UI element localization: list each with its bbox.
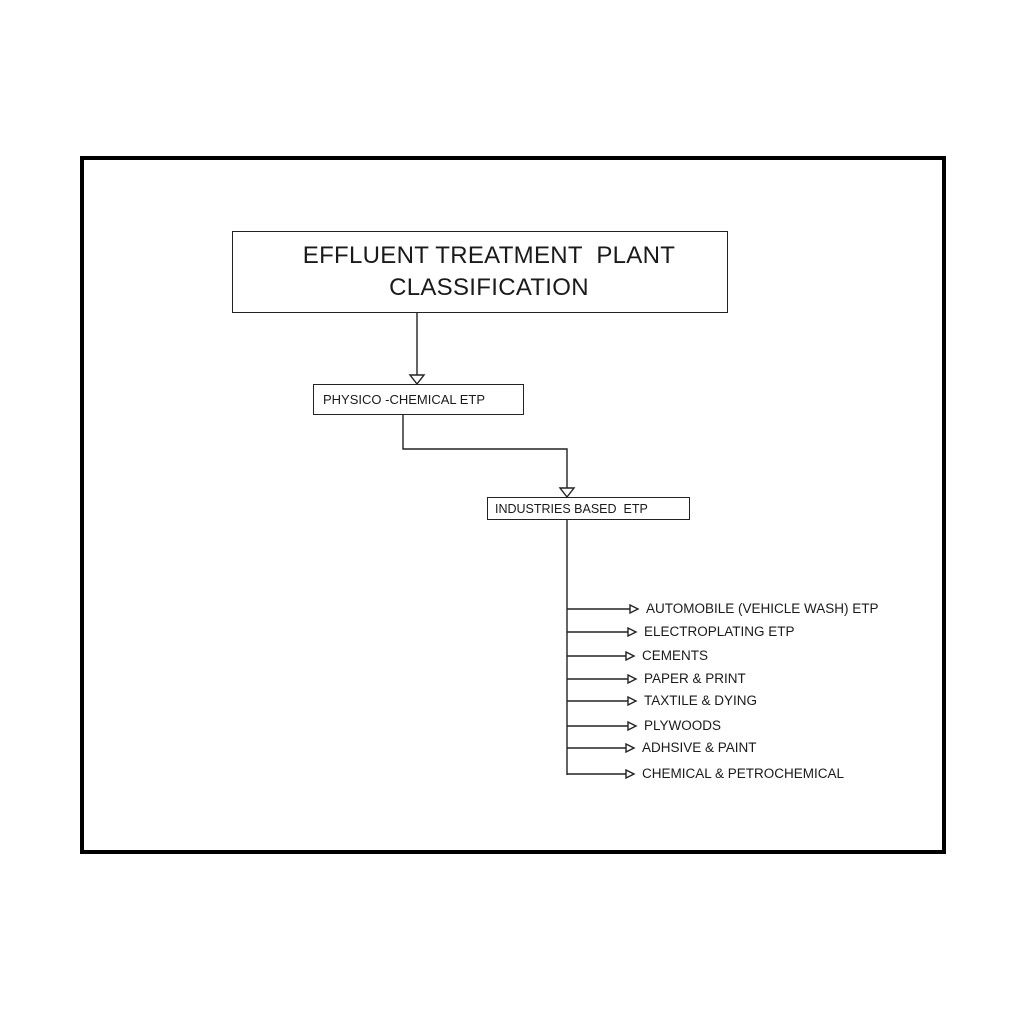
industry-item-label: PAPER & PRINT — [644, 671, 746, 686]
arrowhead-industries — [558, 487, 576, 499]
industry-item-label: CHEMICAL & PETROCHEMICAL — [642, 766, 845, 781]
title-line-2: CLASSIFICATION — [389, 274, 589, 301]
branch-arrowhead — [625, 742, 636, 754]
physico-chemical-etp-label: PHYSICO -CHEMICAL ETP — [323, 392, 486, 407]
title-box: EFFLUENT TREATMENT PLANT CLASSIFICATION — [232, 231, 728, 313]
outer-frame — [80, 156, 946, 854]
industries-based-etp-label: INDUSTRIES BASED ETP — [495, 501, 648, 516]
industry-item-label: ADHSIVE & PAINT — [642, 740, 757, 755]
branch-arrowhead — [629, 603, 640, 615]
connector-physico-to-industries — [402, 415, 568, 488]
industry-item-label: CEMENTS — [642, 648, 709, 663]
branch-arrowhead — [627, 695, 638, 707]
branch-arrowhead — [627, 626, 638, 638]
branch-arrowhead — [627, 673, 638, 685]
industry-item-label: ELECTROPLATING ETP — [644, 624, 795, 639]
industry-item-label: TAXTILE & DYING — [644, 693, 758, 708]
industries-based-etp-box: INDUSTRIES BASED ETP — [487, 497, 690, 520]
branch-arrowhead — [625, 650, 636, 662]
arrowhead-physico — [408, 374, 426, 386]
branch-arrowhead — [625, 768, 636, 780]
branch-arrowhead — [627, 720, 638, 732]
industry-item-label: AUTOMOBILE (VEHICLE WASH) ETP — [646, 601, 879, 616]
industry-item-label: PLYWOODS — [644, 718, 722, 733]
title-line-1: EFFLUENT TREATMENT PLANT — [302, 242, 676, 269]
physico-chemical-etp-box: PHYSICO -CHEMICAL ETP — [313, 384, 524, 415]
